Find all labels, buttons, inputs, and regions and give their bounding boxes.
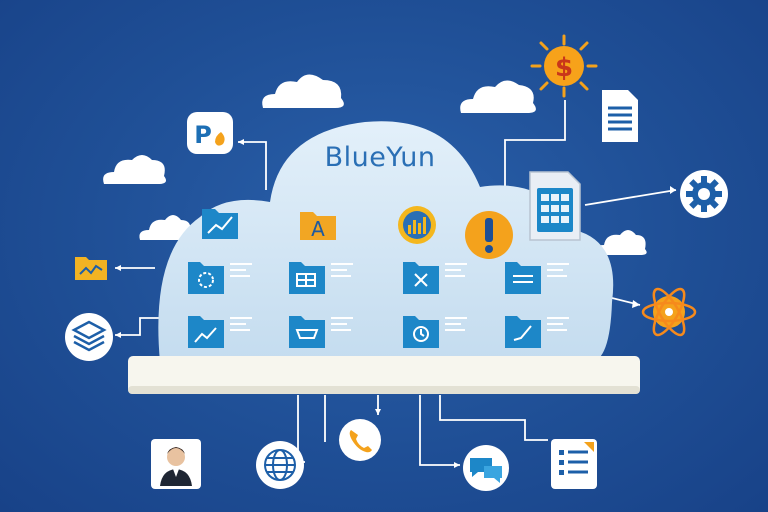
svg-text:P: P [194, 121, 212, 149]
bar-chart-badge-icon[interactable] [395, 205, 439, 245]
sun-dollar-icon[interactable]: $ [528, 34, 600, 98]
layers-box-icon[interactable] [64, 312, 114, 362]
checklist-icon[interactable] [550, 438, 598, 490]
folder-cart-icon[interactable] [287, 312, 359, 350]
user-avatar-icon[interactable] [150, 438, 202, 490]
document-icon[interactable] [600, 88, 640, 144]
brand-title: BlueYun [324, 142, 436, 173]
gear-icon[interactable] [678, 168, 730, 220]
svg-text:$: $ [555, 53, 573, 83]
alert-badge-icon[interactable] [464, 210, 514, 260]
presentation-app-icon[interactable]: P [185, 110, 237, 156]
folder-chart-icon[interactable] [200, 203, 240, 241]
folder-chart-icon[interactable] [74, 254, 108, 282]
globe-icon[interactable] [255, 440, 305, 490]
cloud-icon [262, 74, 344, 108]
folder-check-icon[interactable] [503, 312, 575, 350]
cloud-icon [460, 80, 536, 113]
folder-chart-icon[interactable] [186, 312, 258, 350]
cloud-icon [139, 215, 192, 240]
folder-list-icon[interactable] [503, 258, 575, 296]
spreadsheet-icon[interactable] [528, 170, 582, 242]
font-icon[interactable]: A [298, 208, 338, 242]
cloud-icon [594, 230, 647, 255]
chat-icon[interactable] [460, 444, 512, 492]
svg-text:A: A [311, 217, 325, 241]
phone-icon[interactable] [338, 418, 382, 462]
cloud-icon [103, 155, 166, 184]
main-cloud [158, 121, 614, 363]
atom-icon[interactable] [640, 284, 698, 340]
folder-grid-icon[interactable] [287, 258, 359, 296]
platform-base [128, 356, 640, 394]
folder-sync-icon[interactable] [186, 258, 258, 296]
folder-cross-icon[interactable] [401, 258, 473, 296]
folder-clock-icon[interactable] [401, 312, 473, 350]
